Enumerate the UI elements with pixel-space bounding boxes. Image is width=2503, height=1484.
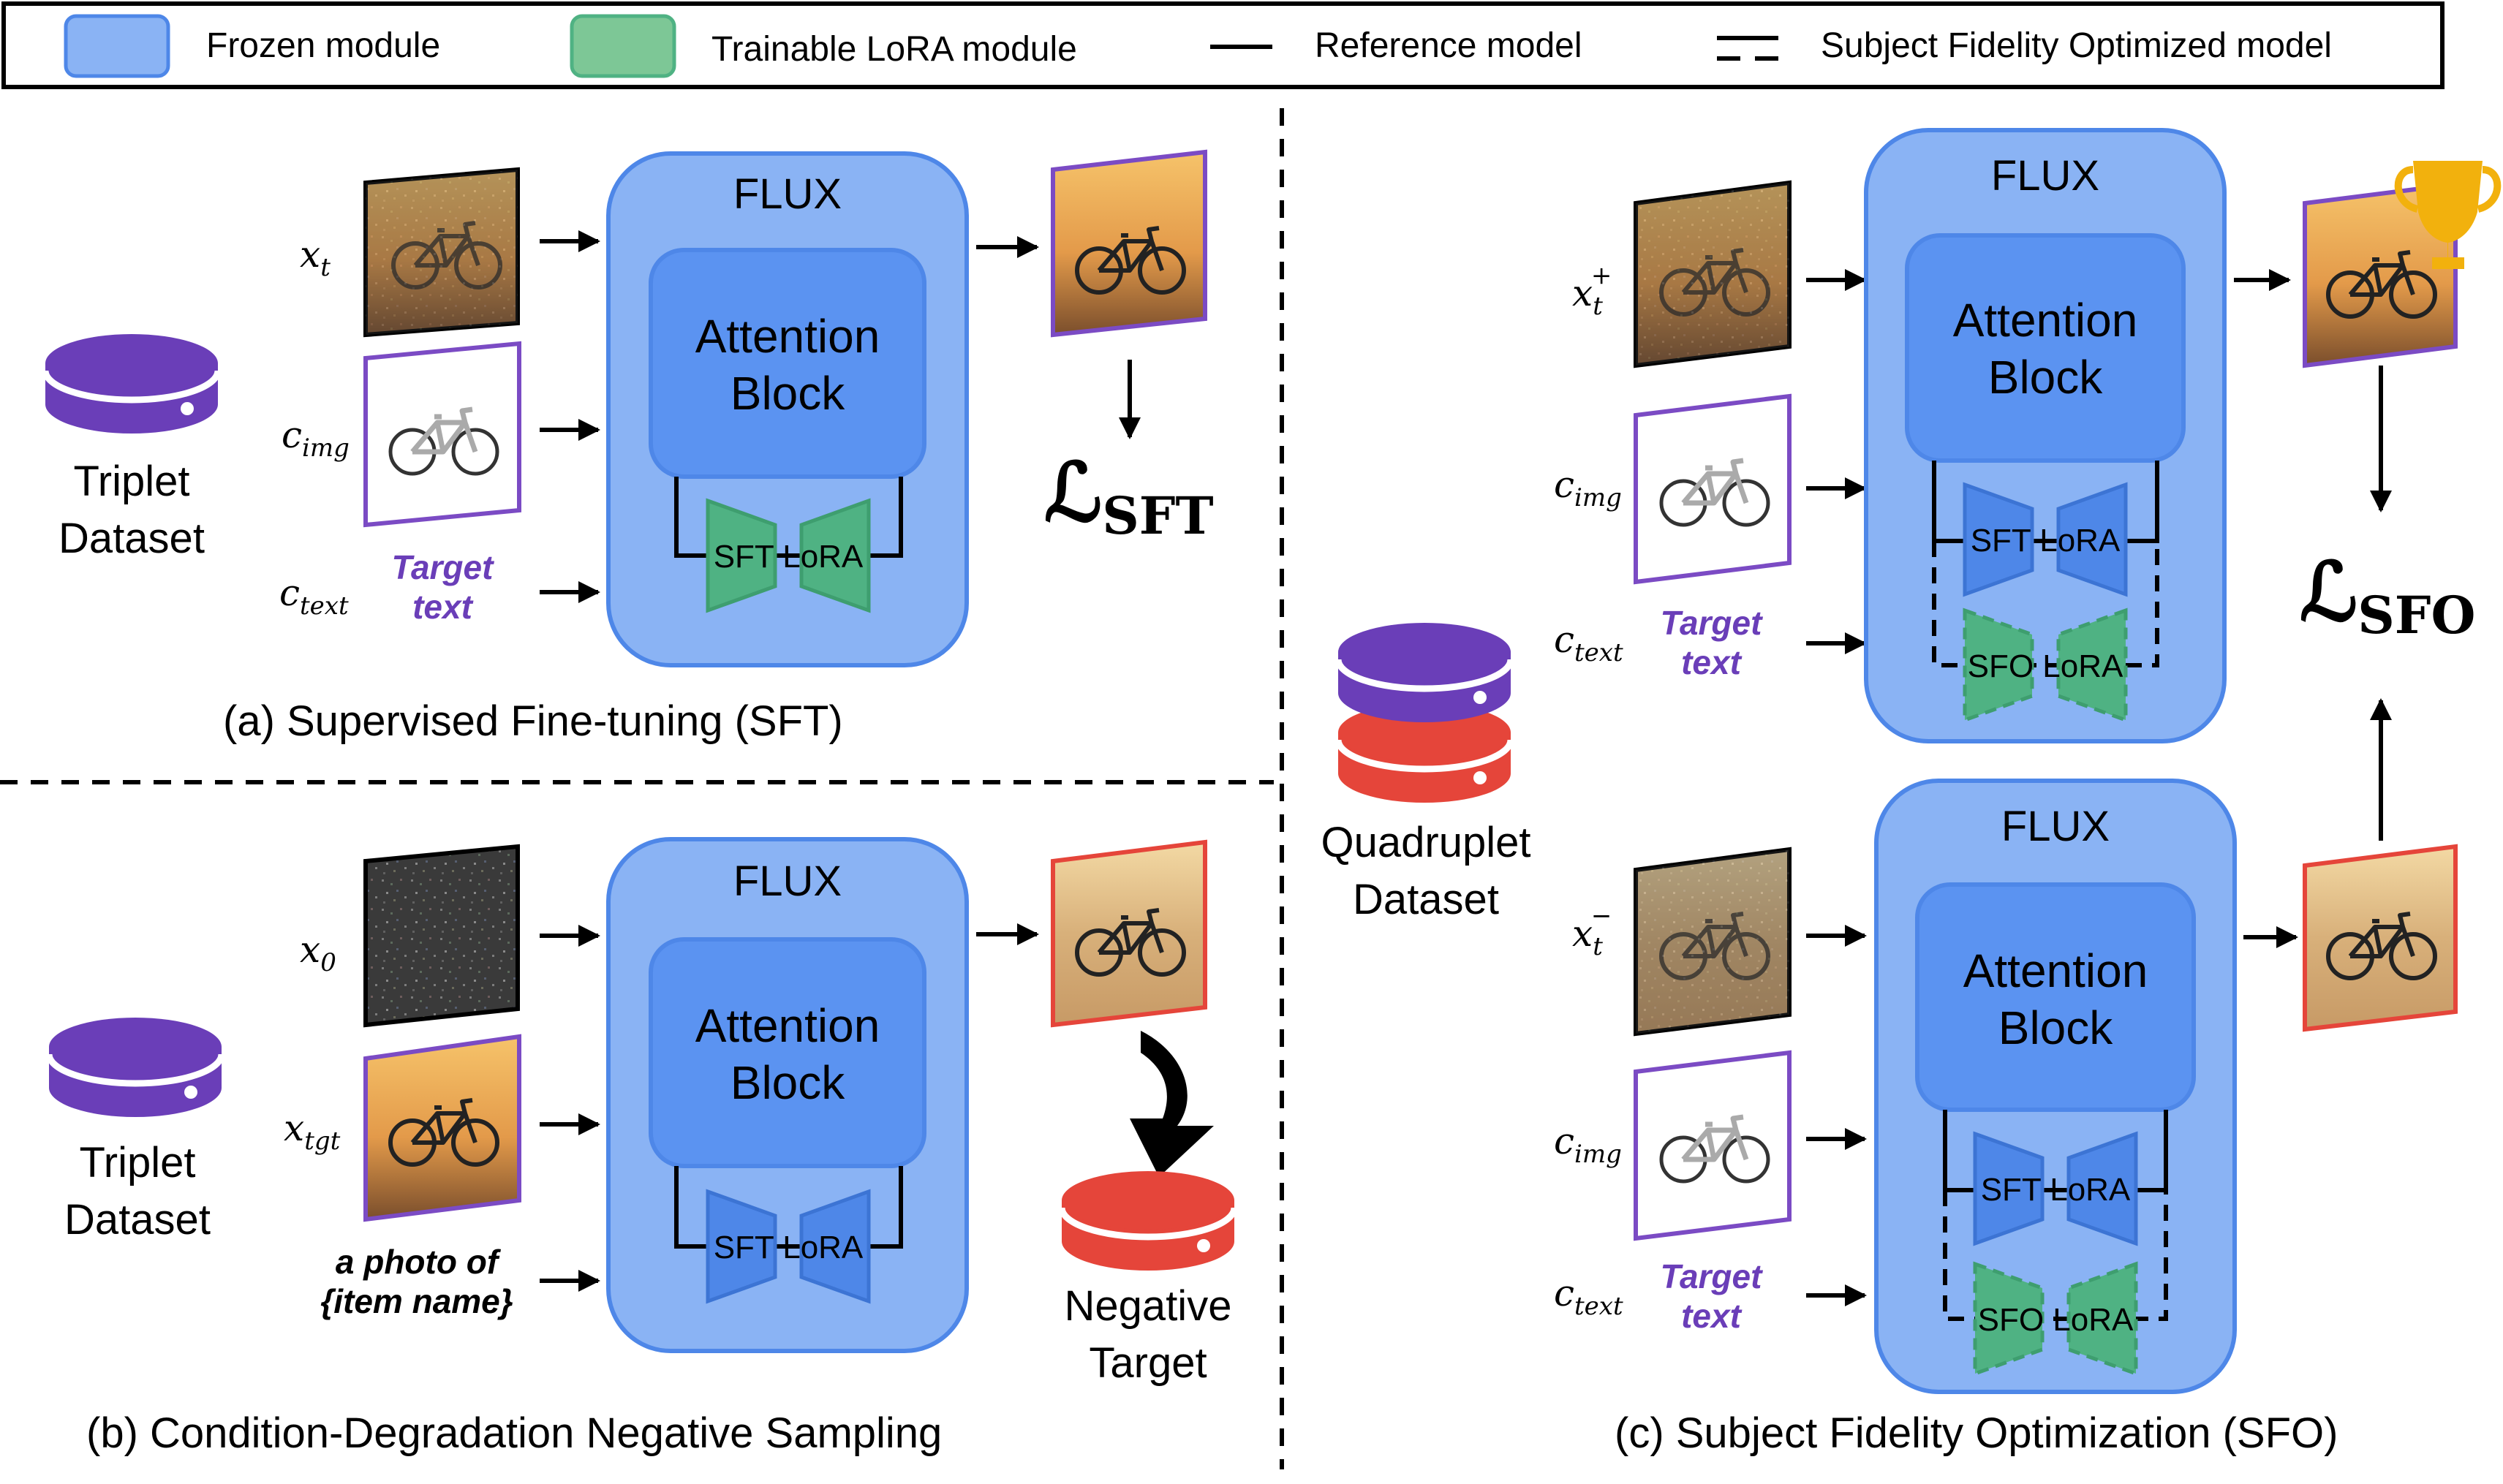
input-label-ctext-bottom: ctext bbox=[1554, 1272, 1623, 1321]
caption-b: (b) Condition-Degradation Negative Sampl… bbox=[86, 1409, 942, 1457]
input-label-xt-minus: xt− bbox=[1572, 901, 1612, 961]
lora-bracket-b bbox=[674, 1166, 903, 1249]
quadruplet-line2: Dataset bbox=[1353, 876, 1499, 923]
target-text-bottom-line2: text bbox=[1681, 1297, 1742, 1335]
attention-line2: Block bbox=[730, 367, 846, 420]
prompt-line2: {item name} bbox=[320, 1282, 513, 1320]
input-label-ctext-top: ctext bbox=[1554, 618, 1623, 667]
attention-top-line1: Attention bbox=[1953, 294, 2138, 347]
attention-block-bottom bbox=[1915, 882, 2196, 1112]
quadruplet-dataset-icon bbox=[1338, 623, 1511, 803]
trainable-swatch bbox=[570, 14, 676, 78]
negative-target-dataset-icon bbox=[1062, 1171, 1234, 1271]
target-text-top-line1: Target bbox=[1661, 604, 1764, 642]
attention-bottom-line2: Block bbox=[1998, 1002, 2114, 1054]
sfo-lora-bottom-label: SFO LoRA bbox=[1978, 1302, 2134, 1338]
target-image-xtgt bbox=[363, 1034, 521, 1222]
quadruplet-line1: Quadruplet bbox=[1321, 819, 1531, 866]
output-image bbox=[1051, 149, 1207, 338]
legend-sfo-label: Subject Fidelity Optimized model bbox=[1821, 26, 2332, 65]
condition-image bbox=[363, 341, 521, 528]
input-label-cimg-top: cimg bbox=[1554, 463, 1622, 512]
condition-image-bottom bbox=[1634, 1050, 1792, 1241]
legend-frozen-label: Frozen module bbox=[206, 26, 440, 65]
target-text-bottom-line1: Target bbox=[1661, 1257, 1764, 1295]
positive-output-image bbox=[2303, 181, 2458, 368]
sfo-line-sample bbox=[1717, 36, 1778, 61]
attention-b-line2: Block bbox=[730, 1056, 846, 1109]
attention-block-top bbox=[1905, 233, 2186, 463]
dataset-label-line2: Dataset bbox=[58, 515, 205, 562]
target-text-line1: Target bbox=[392, 548, 495, 586]
legend-trainable-label: Trainable LoRA module bbox=[711, 30, 1077, 69]
sfo-lora-top-label: SFO LoRA bbox=[1968, 648, 2123, 684]
sft-bracket-top bbox=[1932, 461, 2159, 543]
legend: Frozen module Trainable LoRA module Refe… bbox=[1, 1, 2445, 89]
caption-a: (a) Supervised Fine-tuning (SFT) bbox=[223, 697, 843, 745]
sfo-bracket-top bbox=[1932, 541, 2159, 667]
sft-lora-label: SFT LoRA bbox=[714, 539, 864, 575]
prompt-line1: a photo of bbox=[336, 1243, 502, 1281]
input-label-cimg: cimg bbox=[282, 414, 350, 463]
flux-label-top: FLUX bbox=[1991, 152, 2099, 200]
negative-target-line2: Target bbox=[1089, 1339, 1207, 1387]
noisy-negative-image bbox=[1634, 847, 1792, 1037]
sft-loss: ℒSFT bbox=[1044, 445, 1214, 546]
noisy-positive-image bbox=[1634, 180, 1792, 368]
sft-lora-bottom-label: SFT LoRA bbox=[1981, 1172, 2131, 1208]
attention-bottom-line1: Attention bbox=[1963, 944, 2148, 997]
target-text-line2: text bbox=[412, 588, 473, 626]
attention-line1: Attention bbox=[695, 310, 880, 363]
triplet-dataset-icon-b bbox=[49, 1018, 222, 1117]
attention-block bbox=[649, 248, 926, 479]
condition-image-top bbox=[1634, 393, 1792, 585]
sfo-loss: ℒSFO bbox=[2300, 545, 2475, 646]
sfo-bracket-bottom bbox=[1943, 1190, 2168, 1321]
input-label-xtgt: xtgt bbox=[284, 1107, 341, 1156]
input-label-ctext: ctext bbox=[279, 572, 349, 621]
input-label-x0: x0 bbox=[300, 928, 336, 977]
attention-block-b bbox=[649, 937, 926, 1168]
noisy-image-xt bbox=[363, 167, 520, 338]
dataset-b-line2: Dataset bbox=[64, 1196, 211, 1243]
target-text-top-line2: text bbox=[1681, 643, 1742, 681]
sft-lora-b-label: SFT LoRA bbox=[714, 1230, 864, 1265]
lora-bracket bbox=[674, 477, 903, 558]
input-label-xt: xt bbox=[300, 233, 331, 282]
trophy-icon bbox=[2394, 161, 2502, 269]
negative-output-image bbox=[2303, 844, 2458, 1032]
negative-image bbox=[1051, 839, 1207, 1028]
flux-label: FLUX bbox=[733, 170, 842, 218]
panel-c: Quadruplet Dataset xt+ cimg ctext Target… bbox=[1321, 128, 2502, 1457]
dataset-label-line1: Triplet bbox=[74, 458, 190, 505]
pure-noise-image bbox=[363, 844, 520, 1028]
caption-c: (c) Subject Fidelity Optimization (SFO) bbox=[1615, 1409, 2338, 1457]
sft-bracket-bottom bbox=[1943, 1110, 2168, 1192]
sft-lora-top-label: SFT LoRA bbox=[1971, 523, 2121, 559]
legend-reference-label: Reference model bbox=[1315, 26, 1582, 65]
input-label-cimg-bottom: cimg bbox=[1554, 1120, 1622, 1169]
attention-b-line1: Attention bbox=[695, 999, 880, 1052]
flux-label-bottom: FLUX bbox=[2001, 803, 2110, 850]
curved-arrow-down bbox=[1130, 1031, 1214, 1177]
dataset-b-line1: Triplet bbox=[80, 1139, 196, 1186]
triplet-dataset-icon bbox=[45, 334, 218, 434]
negative-target-line1: Negative bbox=[1065, 1282, 1232, 1330]
input-label-xt-plus: xt+ bbox=[1572, 261, 1612, 321]
flux-label-b: FLUX bbox=[733, 858, 842, 905]
attention-top-line2: Block bbox=[1988, 351, 2104, 404]
panel-a: Triplet Dataset xt cimg ctext Target tex… bbox=[45, 149, 1214, 745]
frozen-swatch bbox=[64, 14, 170, 78]
panel-b: Triplet Dataset x0 xtgt a photo of {item… bbox=[49, 837, 1234, 1457]
